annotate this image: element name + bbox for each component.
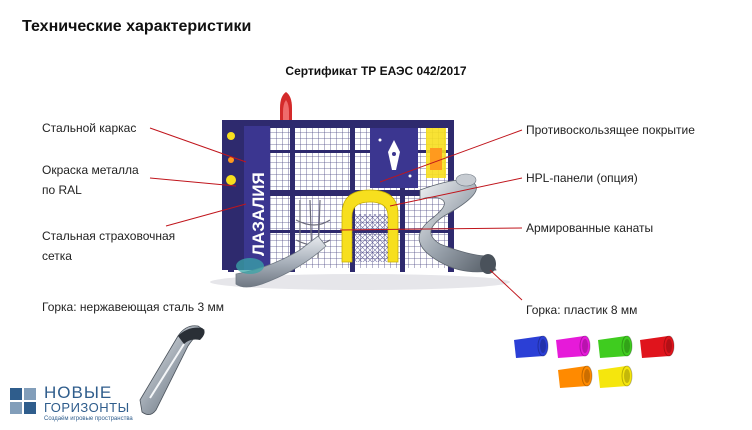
leader-net xyxy=(165,203,247,227)
logo-line1: НОВЫЕ xyxy=(44,383,113,402)
page-title: Технические характеристики xyxy=(22,18,252,35)
label-ropes: Армированные канаты xyxy=(526,221,654,235)
leader-ropes xyxy=(339,227,523,231)
company-logo: НОВЫЕ ГОРИЗОНТЫ Создаём игровые простран… xyxy=(44,383,133,423)
label-safety-net: Стальная страховочная сетка xyxy=(42,226,175,266)
leader-steel-frame xyxy=(149,127,247,163)
leader-paint xyxy=(149,177,237,187)
sample-orange xyxy=(558,365,593,388)
logo-tagline: Создаём игровые пространства xyxy=(44,416,133,422)
leader-hpl xyxy=(389,177,523,207)
logo-line2: ГОРИЗОНТЫ xyxy=(44,400,130,415)
label-paint-line2: по RAL xyxy=(42,183,82,197)
label-anti-slip: Противоскользящее покрытие xyxy=(526,123,695,137)
tube-slide xyxy=(418,173,497,274)
steel-slide-closeup xyxy=(139,325,205,415)
steel-slide xyxy=(235,235,327,288)
yellow-arch xyxy=(341,189,399,263)
label-steel-frame: Стальной каркас xyxy=(42,121,137,135)
leader-anti-slip xyxy=(379,129,523,183)
label-hpl: HPL-панели (опция) xyxy=(526,171,638,185)
label-net-line2: сетка xyxy=(42,249,72,263)
sample-blue xyxy=(514,335,549,358)
certificate-caption: Сертификат ТР ЕАЭС 042/2017 xyxy=(285,64,467,78)
label-net-line1: Стальная страховочная xyxy=(42,229,176,243)
sample-red xyxy=(640,335,675,358)
label-slide-plastic: Горка: пластик 8 мм xyxy=(526,303,638,317)
sign-text: ЛАЗАЛИЯ xyxy=(249,172,268,256)
label-paint-line1: Окраска металла xyxy=(42,163,139,177)
sample-green xyxy=(598,335,633,358)
side-panel-sign: ЛАЗАЛИЯ xyxy=(222,120,270,270)
leader-lines xyxy=(149,127,523,301)
ground-shadow xyxy=(210,274,510,290)
logo-icon xyxy=(10,388,36,414)
plastic-color-samples xyxy=(514,335,675,388)
sample-magenta xyxy=(556,335,591,358)
sample-yellow xyxy=(598,365,633,388)
leader-slide-plastic xyxy=(489,269,523,301)
hpl-panel xyxy=(370,128,446,188)
label-slide-steel: Горка: нержавеющая сталь 3 мм xyxy=(42,300,224,314)
label-paint: Окраска металла по RAL xyxy=(42,160,139,200)
